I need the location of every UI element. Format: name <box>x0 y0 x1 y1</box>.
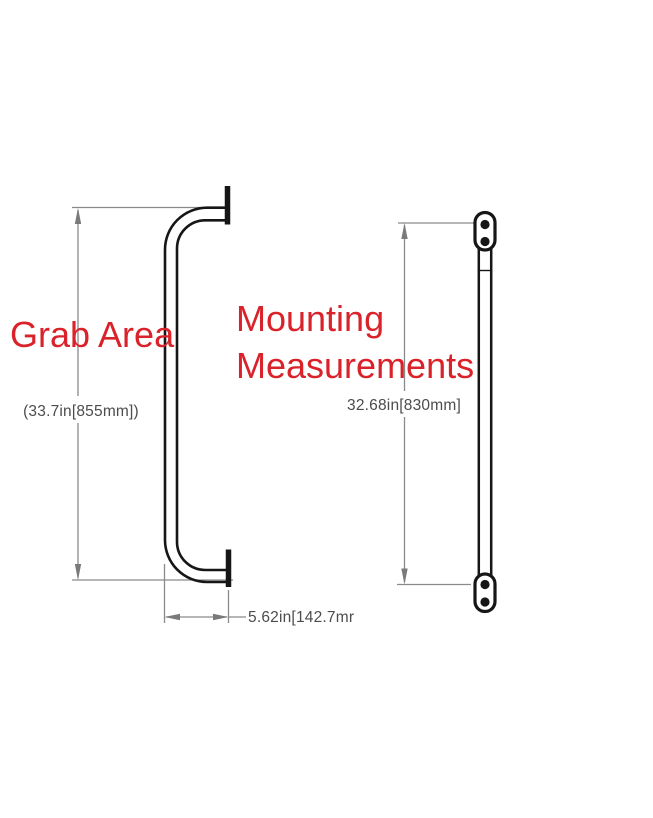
arrow-up-icon <box>74 208 82 224</box>
dimension-text-mask <box>19 396 143 423</box>
grab-depth-dimension <box>163 564 246 623</box>
grab-height-dimension <box>72 206 233 581</box>
dimension-text-mask <box>343 391 466 417</box>
grab-area-label: Grab Area <box>10 314 175 355</box>
grab-bar-side-view <box>163 186 232 587</box>
mounting-plate-bottom <box>473 572 497 614</box>
grab-height-dimension-text: (33.7in[855mm]) <box>23 403 139 420</box>
screw-hole <box>480 236 490 247</box>
arrow-down-icon <box>401 568 408 585</box>
mounting-measurements-label-line2: Measurements <box>236 345 474 386</box>
arrow-up-icon <box>401 223 408 239</box>
screw-hole <box>480 597 490 607</box>
mounting-measurements-label-line1: Mounting <box>236 298 384 339</box>
mounting-plate-top <box>473 210 497 252</box>
tube-inner-edge <box>175 219 228 572</box>
tube-outer-edge <box>163 206 228 584</box>
mounting-height-dimension-text: 32.68in[830mm] <box>347 397 461 414</box>
arrow-right-icon <box>213 613 229 621</box>
grab-depth-dimension-text: 5.62in[142.7mr <box>248 609 354 626</box>
screw-hole <box>480 219 490 230</box>
screw-hole <box>480 579 490 590</box>
arrow-left-icon <box>164 613 180 621</box>
mounting-bar-front-view <box>473 210 497 614</box>
arrow-down-icon <box>74 564 82 580</box>
